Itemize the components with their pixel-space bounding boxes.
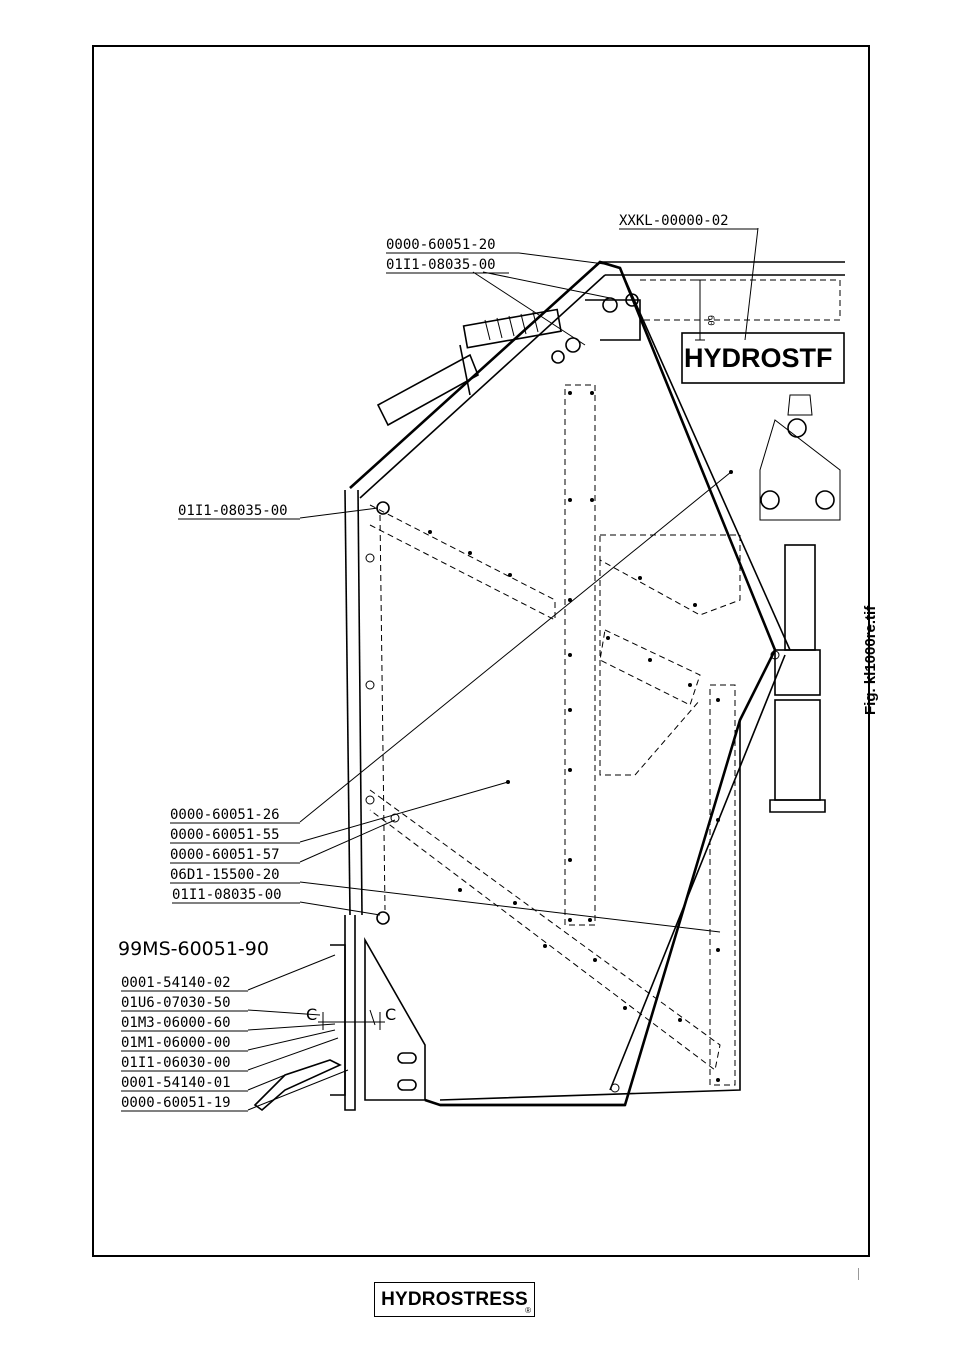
logo-text: HYDROSTRESS: [381, 1288, 528, 1310]
part-label: 01I1-08035-00: [386, 257, 496, 273]
part-label: 01U6-07030-50: [121, 995, 231, 1011]
foot-assembly: [253, 915, 426, 1112]
part-label: 0000-60051-19: [121, 1095, 231, 1111]
part-label: 06D1-15500-20: [170, 867, 280, 883]
leader-lines: [247, 227, 759, 1111]
internal-panels: [369, 279, 841, 1086]
part-label: 0000-60051-26: [170, 807, 280, 823]
section-mark-left: C: [306, 1005, 317, 1024]
page-marker: [858, 1268, 859, 1280]
assembly-label: 99MS-60051-90: [118, 938, 269, 960]
part-label: XXKL-00000-02: [619, 213, 729, 229]
nameplate: HYDROSTF: [681, 332, 845, 384]
registered-mark: ®: [525, 1306, 531, 1315]
cylinder-assembly: [759, 394, 841, 813]
part-label: 0000-60051-57: [170, 847, 280, 863]
part-label: 01I1-06030-00: [121, 1055, 231, 1071]
part-label: 0000-60051-20: [386, 237, 496, 253]
frame-outline: [344, 260, 845, 1107]
figure-caption: Fig. kl1000re.tif: [862, 605, 879, 715]
part-label: 0001-54140-01: [121, 1075, 231, 1091]
dimension-label: 60: [705, 315, 715, 326]
part-label: 0000-60051-55: [170, 827, 280, 843]
part-label: 01I1-08035-00: [178, 503, 288, 519]
bolt-markers: [365, 391, 780, 1093]
part-label: 0001-54140-02: [121, 975, 231, 991]
part-label: 01I1-08035-00: [172, 887, 282, 903]
dimension-marker: 60: [695, 279, 715, 341]
nameplate-text: HYDROSTF: [684, 343, 833, 373]
handle-assembly: [376, 293, 641, 427]
hydrostress-logo: HYDROSTRESS ®: [374, 1282, 535, 1317]
part-labels: XXKL-00000-02 0000-60051-20 01I1-08035-0…: [118, 213, 758, 1112]
part-label: 01M1-06000-00: [121, 1035, 231, 1051]
part-label: 01M3-06000-60: [121, 1015, 231, 1031]
section-mark-right: C: [385, 1005, 396, 1024]
drawing-frame: [92, 45, 870, 1257]
